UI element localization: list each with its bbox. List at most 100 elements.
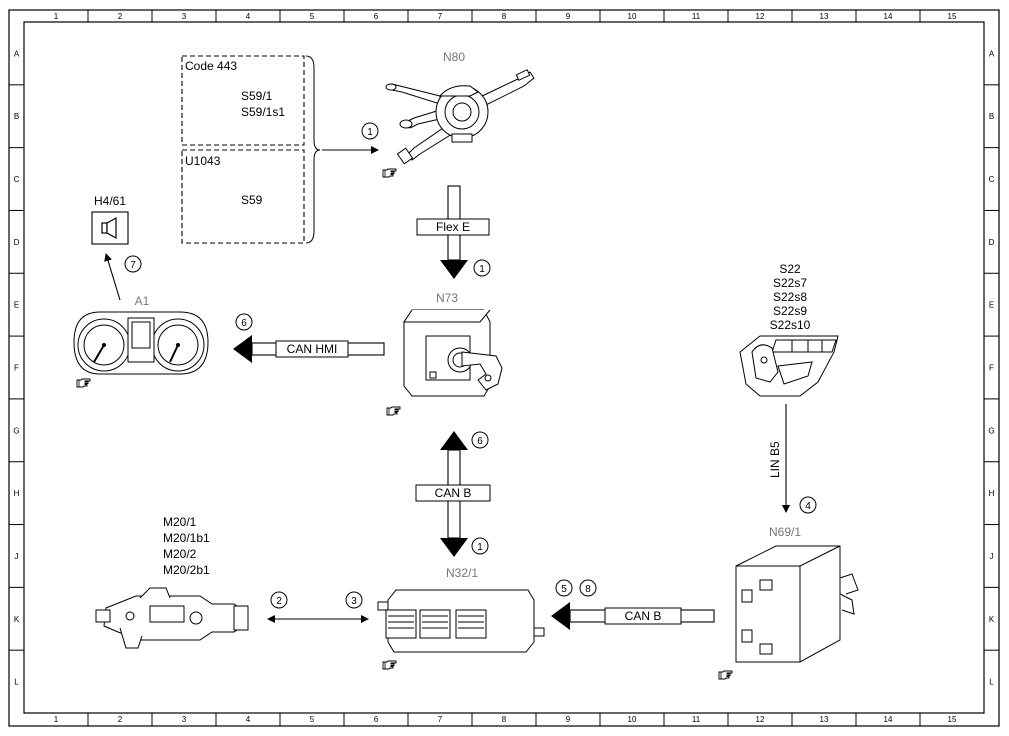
s22s7-label: S22s7 (773, 276, 807, 290)
s22s10-label: S22s10 (770, 318, 811, 332)
grid-column-label: 3 (182, 12, 187, 21)
grid-column-label: 9 (566, 715, 571, 724)
step-badge: 4 (805, 501, 811, 512)
can-b-vertical-label: CAN B (435, 486, 472, 500)
grid-column-label: 14 (884, 12, 893, 21)
can-b-vertical-bus-arrow: CAN B 6 1 (415, 431, 491, 557)
grid-column-label: 1 (54, 12, 59, 21)
m20-2b1-label: M20/2b1 (163, 563, 210, 577)
grid-column-label: 7 (438, 715, 443, 724)
grid-row-label: D (14, 238, 20, 247)
grid-row-label: D (989, 238, 995, 247)
grid-column-label: 15 (948, 12, 957, 21)
can-b-horizontal-bus-arrow: CAN B 5 8 (551, 579, 715, 630)
grid-row-label: F (14, 364, 19, 373)
grid-column-label: 13 (820, 12, 829, 21)
pointing-hand-icon (382, 660, 397, 670)
can-hmi-bus-arrow: CAN HMI 6 (233, 313, 385, 363)
grid-row-label: F (989, 364, 994, 373)
step-badge: 3 (351, 596, 357, 607)
grid-column-label: 12 (756, 12, 765, 21)
grid-column-label: 6 (374, 715, 379, 724)
pointing-hand-icon (76, 378, 91, 388)
grid-row-label: C (14, 175, 20, 184)
grid-column-label: 14 (884, 715, 893, 724)
step-badge: 1 (477, 542, 483, 553)
u1043-label: U1043 (185, 154, 221, 168)
grid-row-label: B (989, 112, 994, 121)
grid-column-label: 3 (182, 715, 187, 724)
grid-column-label: 13 (820, 715, 829, 724)
lin-b5-label: LIN B5 (768, 441, 782, 478)
grid-column-label: 1 (54, 715, 59, 724)
flex-e-bus-arrow: Flex E 1 (416, 185, 491, 279)
step-badge: 8 (585, 584, 591, 595)
grid-column-label: 5 (310, 12, 315, 21)
grid-column-label: 10 (628, 12, 637, 21)
s59-1-label: S59/1 (241, 89, 273, 103)
grid-row-label: K (989, 615, 995, 624)
options-box: Code 443 S59/1 S59/1s1 U1043 S59 (181, 55, 321, 244)
grid-column-label: 10 (628, 715, 637, 724)
grid-row-label: E (989, 301, 994, 310)
grid-column-label: 8 (502, 715, 507, 724)
grid-row-label: K (14, 615, 20, 624)
n73-ignition-switch-module: N73 (386, 291, 503, 416)
pointing-hand-icon (382, 168, 397, 178)
grid-row-label: G (13, 426, 19, 435)
grid-column-label: 8 (502, 12, 507, 21)
pointing-hand-icon (718, 670, 733, 680)
grid-column-label: 12 (756, 715, 765, 724)
grid-row-label: H (14, 489, 20, 498)
grid-column-label: 15 (948, 715, 957, 724)
grid-column-label: 11 (692, 715, 701, 724)
pointing-hand-icon (386, 406, 401, 416)
grid-row-label: B (14, 112, 19, 121)
m20-1b1-label: M20/1b1 (163, 531, 210, 545)
s22-seat-adjustment-switch: S22 S22s7 S22s8 S22s9 S22s10 (739, 262, 839, 397)
n80-label: N80 (443, 50, 465, 64)
can-b-horizontal-label: CAN B (625, 609, 662, 623)
a1-label: A1 (135, 294, 150, 308)
grid-column-label: 6 (374, 12, 379, 21)
m20-1-label: M20/1 (163, 515, 197, 529)
s59-label: S59 (241, 193, 263, 207)
grid-row-label: A (989, 49, 995, 58)
step-badge: 7 (130, 260, 136, 271)
grid-row-label: C (989, 175, 995, 184)
h4-61-label: H4/61 (94, 194, 126, 208)
s22s8-label: S22s8 (773, 290, 807, 304)
grid-row-label: L (14, 678, 19, 687)
step-badge: 2 (276, 596, 282, 607)
n69-1-control-unit: N69/1 (718, 525, 859, 680)
n73-label: N73 (436, 291, 458, 305)
s22-label: S22 (779, 262, 801, 276)
grid-column-label: 9 (566, 12, 571, 21)
grid-row-label: L (989, 678, 994, 687)
grid-column-label: 4 (246, 12, 251, 21)
grid-column-label: 4 (246, 715, 251, 724)
a1-instrument-cluster: A1 (73, 294, 209, 388)
grid-row-label: H (989, 489, 995, 498)
m20-2-label: M20/2 (163, 547, 197, 561)
n32-1-control-unit: N32/1 (377, 566, 545, 670)
can-hmi-label: CAN HMI (287, 342, 338, 356)
h4-61-speaker: H4/61 7 (91, 194, 142, 301)
grid-column-label: 11 (692, 12, 701, 21)
grid-column-label: 2 (118, 12, 123, 21)
step-badge: 5 (561, 584, 567, 595)
step-badge: 1 (367, 127, 373, 138)
grid-row-label: A (14, 49, 20, 58)
speaker-icon (101, 216, 117, 240)
grid-column-label: 2 (118, 715, 123, 724)
step-badge: 1 (479, 264, 485, 275)
n80-steering-column-module: N80 (382, 50, 535, 178)
s59-1s1-label: S59/1s1 (241, 105, 285, 119)
step-badge: 6 (477, 436, 483, 447)
grid-column-label: 7 (438, 12, 443, 21)
step-badge: 6 (241, 318, 247, 329)
grid-row-label: G (988, 426, 994, 435)
grid-column-label: 5 (310, 715, 315, 724)
grid-row-label: E (14, 301, 19, 310)
